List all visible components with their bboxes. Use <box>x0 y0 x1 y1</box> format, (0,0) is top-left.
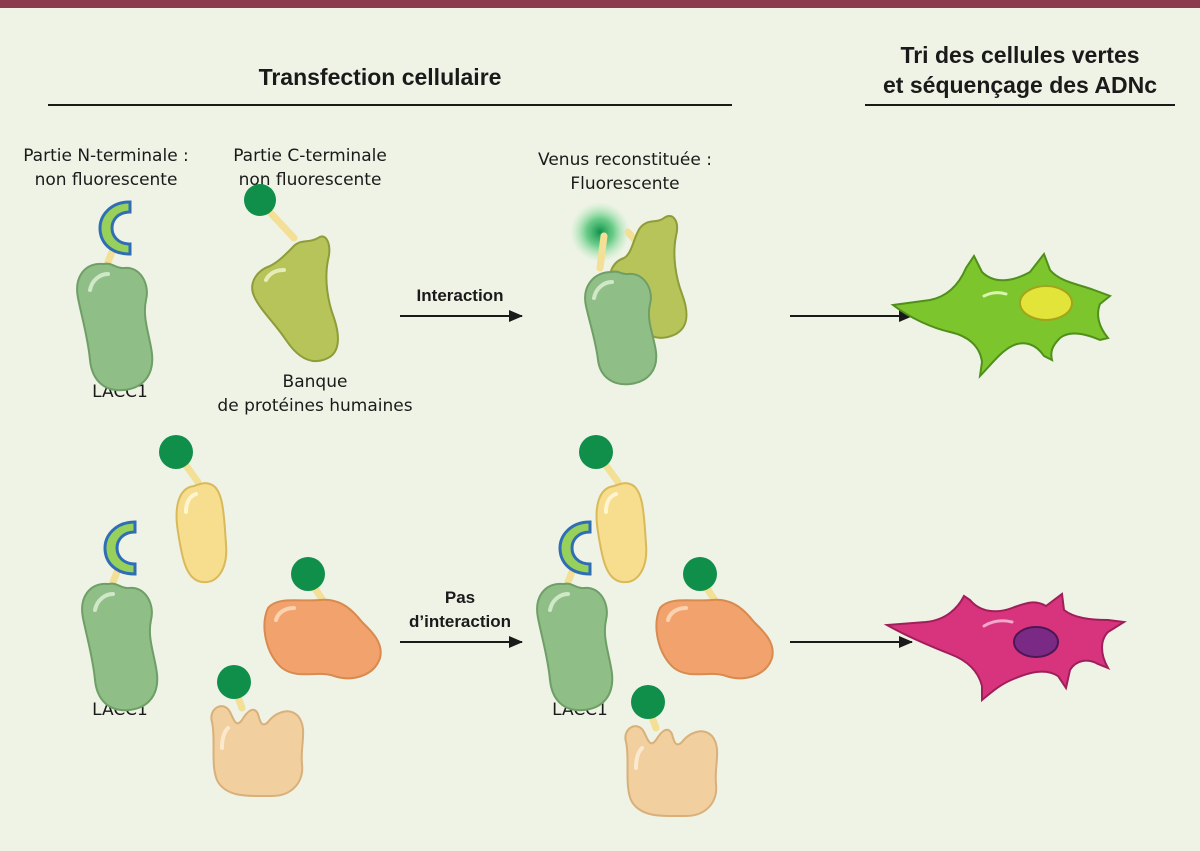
arrow-label-no-interaction-line1: Pas <box>444 588 476 607</box>
label-protein-bank-line1: Banque <box>282 372 348 392</box>
green-cell-nucleus <box>1019 285 1073 321</box>
label-n-terminal: Partie N-terminale : non fluorescente <box>6 144 206 192</box>
label-venus-line1: Venus reconstituée : <box>538 150 712 170</box>
lacc1-protein-top <box>77 202 152 390</box>
venus-complex <box>570 202 688 386</box>
green-cell <box>890 251 1112 379</box>
top-accent-bar <box>0 0 1200 8</box>
rule-transfection <box>48 104 732 106</box>
orange-protein-left <box>264 557 380 678</box>
venus-glow-icon <box>570 202 630 262</box>
orange-protein-mid <box>656 557 772 678</box>
peach-protein-mid <box>625 685 717 816</box>
arrow-label-no-interaction-line2: d’interaction <box>408 612 511 631</box>
pink-cell <box>883 592 1127 703</box>
arrow-label-no-interaction: Pas d’interaction <box>385 586 535 634</box>
label-n-terminal-line1: Partie N-terminale : <box>23 146 189 166</box>
lacc1-protein-bottom-left <box>82 522 157 710</box>
peach-protein-left <box>211 665 303 796</box>
pink-cell-nucleus <box>1013 626 1059 658</box>
label-protein-bank: Banque de protéines humaines <box>205 370 425 418</box>
rule-sorting <box>865 104 1175 106</box>
label-c-terminal: Partie C-terminale non fluorescente <box>210 144 410 192</box>
yellow-protein-mid <box>579 435 646 582</box>
label-c-terminal-line1: Partie C-terminale <box>233 146 387 166</box>
library-protein-c-terminal <box>244 184 338 361</box>
label-c-terminal-line2: non fluorescente <box>238 170 382 190</box>
label-venus: Venus reconstituée : Fluorescente <box>520 148 730 196</box>
heading-sorting: Tri des cellules vertes et séquençage de… <box>860 40 1180 100</box>
label-n-terminal-line2: non fluorescente <box>34 170 178 190</box>
label-venus-line2: Fluorescente <box>570 174 680 194</box>
heading-sorting-line1: Tri des cellules vertes <box>900 42 1140 68</box>
heading-transfection: Transfection cellulaire <box>258 64 502 90</box>
heading-sorting-line2: et séquençage des ADNc <box>883 72 1157 98</box>
yellow-protein-left <box>159 435 226 582</box>
arrow-label-interaction: Interaction <box>416 286 504 305</box>
label-protein-bank-line2: de protéines humaines <box>217 396 413 416</box>
